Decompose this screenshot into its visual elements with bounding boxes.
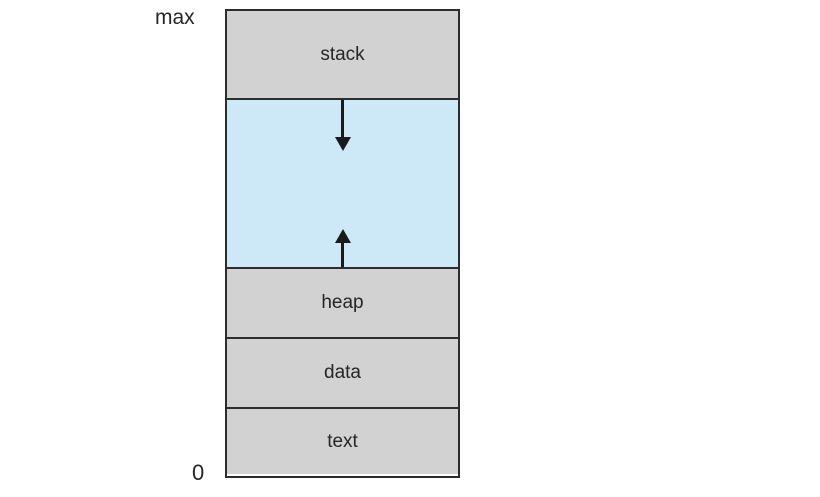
segment-data-label: data bbox=[324, 362, 361, 383]
max-address-label: max bbox=[155, 6, 195, 29]
heap-grows-up-arrow-icon bbox=[334, 229, 351, 267]
segment-heap: heap bbox=[227, 267, 458, 337]
arrowhead-up bbox=[334, 229, 351, 243]
memory-layout-box: stack heap data text bbox=[225, 9, 460, 478]
zero-address-label: 0 bbox=[192, 460, 205, 485]
segment-text: text bbox=[227, 407, 458, 474]
arrowhead-down bbox=[334, 137, 351, 151]
stack-grows-down-arrow-icon bbox=[334, 100, 351, 151]
arrow-shaft bbox=[341, 243, 344, 267]
segment-stack: stack bbox=[227, 11, 458, 98]
segment-free-space bbox=[227, 98, 458, 267]
segment-stack-label: stack bbox=[320, 43, 365, 65]
segment-data: data bbox=[227, 337, 458, 407]
arrow-shaft bbox=[341, 100, 344, 137]
segment-text-label: text bbox=[327, 430, 358, 452]
segment-heap-label: heap bbox=[321, 292, 364, 313]
